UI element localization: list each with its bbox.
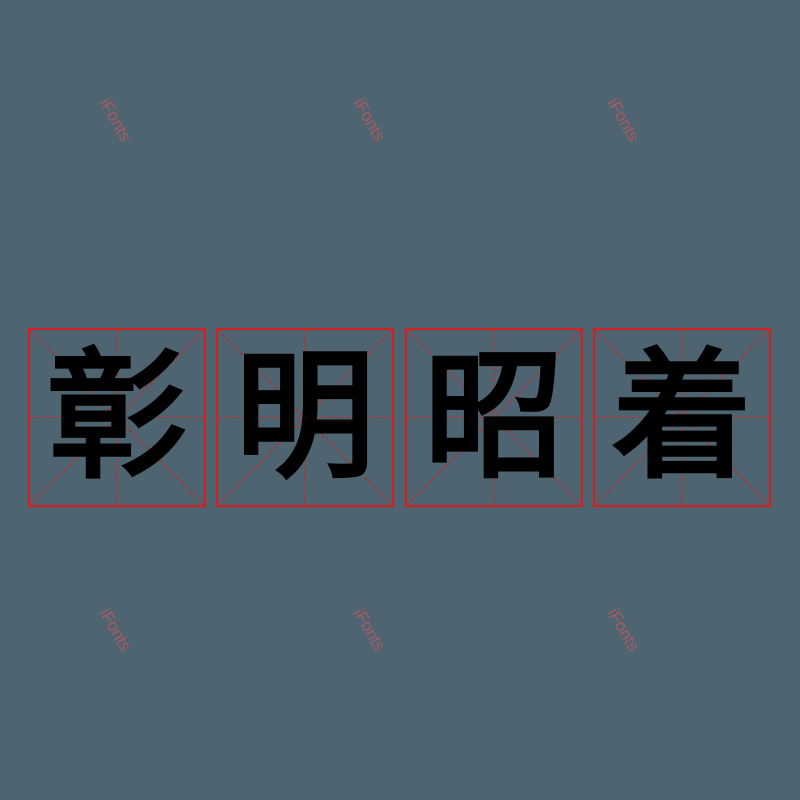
rice-grid-icon bbox=[30, 330, 204, 505]
character-glyph: 明 bbox=[234, 335, 375, 499]
character-glyph: 彰 bbox=[46, 335, 187, 499]
watermark-2: iFonts bbox=[349, 95, 390, 145]
rice-grid-icon bbox=[407, 330, 581, 505]
watermark-3: iFonts bbox=[603, 95, 644, 145]
character-glyph: 昭 bbox=[423, 335, 564, 499]
character-box-4: 着 bbox=[593, 328, 771, 507]
watermark-4: iFonts bbox=[95, 605, 136, 655]
watermark-5: iFonts bbox=[349, 605, 390, 655]
character-glyph: 着 bbox=[611, 335, 752, 499]
watermark-6: iFonts bbox=[603, 605, 644, 655]
watermark-1: iFonts bbox=[95, 95, 136, 145]
rice-grid-icon bbox=[595, 330, 769, 505]
character-box-2: 明 bbox=[216, 328, 394, 507]
character-box-1: 彰 bbox=[28, 328, 206, 507]
rice-grid-icon bbox=[218, 330, 392, 505]
character-box-3: 昭 bbox=[405, 328, 583, 507]
